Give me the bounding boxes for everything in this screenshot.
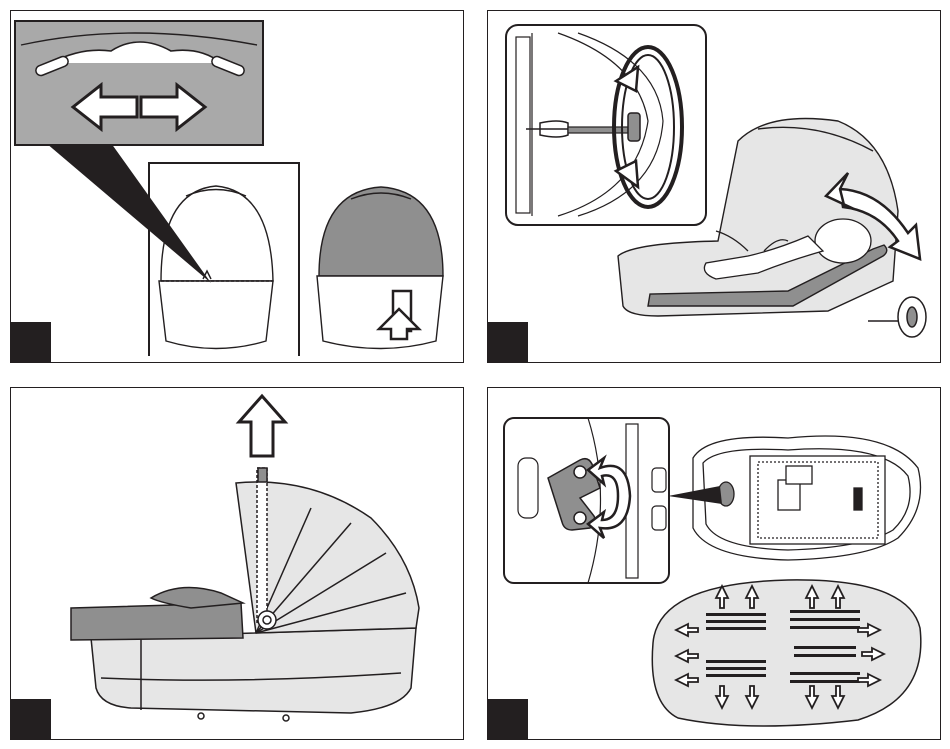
panel-4-illustration — [488, 388, 942, 741]
instruction-panel-2 — [487, 10, 941, 363]
panel-3-illustration — [11, 388, 465, 741]
step-badge-3 — [11, 699, 51, 739]
instruction-panel-4 — [487, 387, 941, 740]
instruction-panel-3 — [10, 387, 464, 740]
step-badge-4 — [488, 699, 528, 739]
up-arrow-icon — [239, 396, 285, 456]
step-badge-1 — [11, 322, 51, 362]
zipper-icon — [15, 21, 263, 145]
instruction-panel-1 — [10, 10, 464, 363]
panel-2-illustration — [488, 11, 942, 364]
step-badge-2 — [488, 322, 528, 362]
panel-1-illustration — [11, 11, 465, 364]
carrycot-icon — [71, 468, 419, 721]
carrycot-icon — [159, 186, 273, 349]
